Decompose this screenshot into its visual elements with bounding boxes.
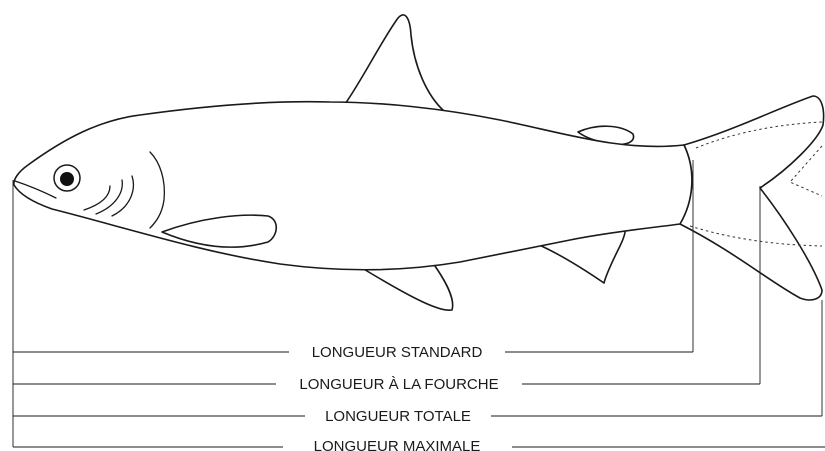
fork-length-measure: LONGUEUR À LA FOURCHE: [13, 376, 760, 393]
eye-pupil: [60, 172, 74, 186]
caudal-fin: [680, 96, 824, 300]
maximum-length-measure: LONGUEUR MAXIMALE: [13, 438, 825, 451]
standard-length-label: LONGUEUR STANDARD: [312, 344, 483, 361]
maximum-length-label: LONGUEUR MAXIMALE: [314, 438, 481, 451]
fork-length-label: LONGUEUR À LA FOURCHE: [299, 376, 498, 393]
total-length-measure: LONGUEUR TOTALE: [13, 408, 822, 425]
dorsal-fin: [345, 15, 445, 112]
total-length-label: LONGUEUR TOTALE: [325, 408, 471, 425]
standard-length-measure: LONGUEUR STANDARD: [13, 344, 693, 361]
